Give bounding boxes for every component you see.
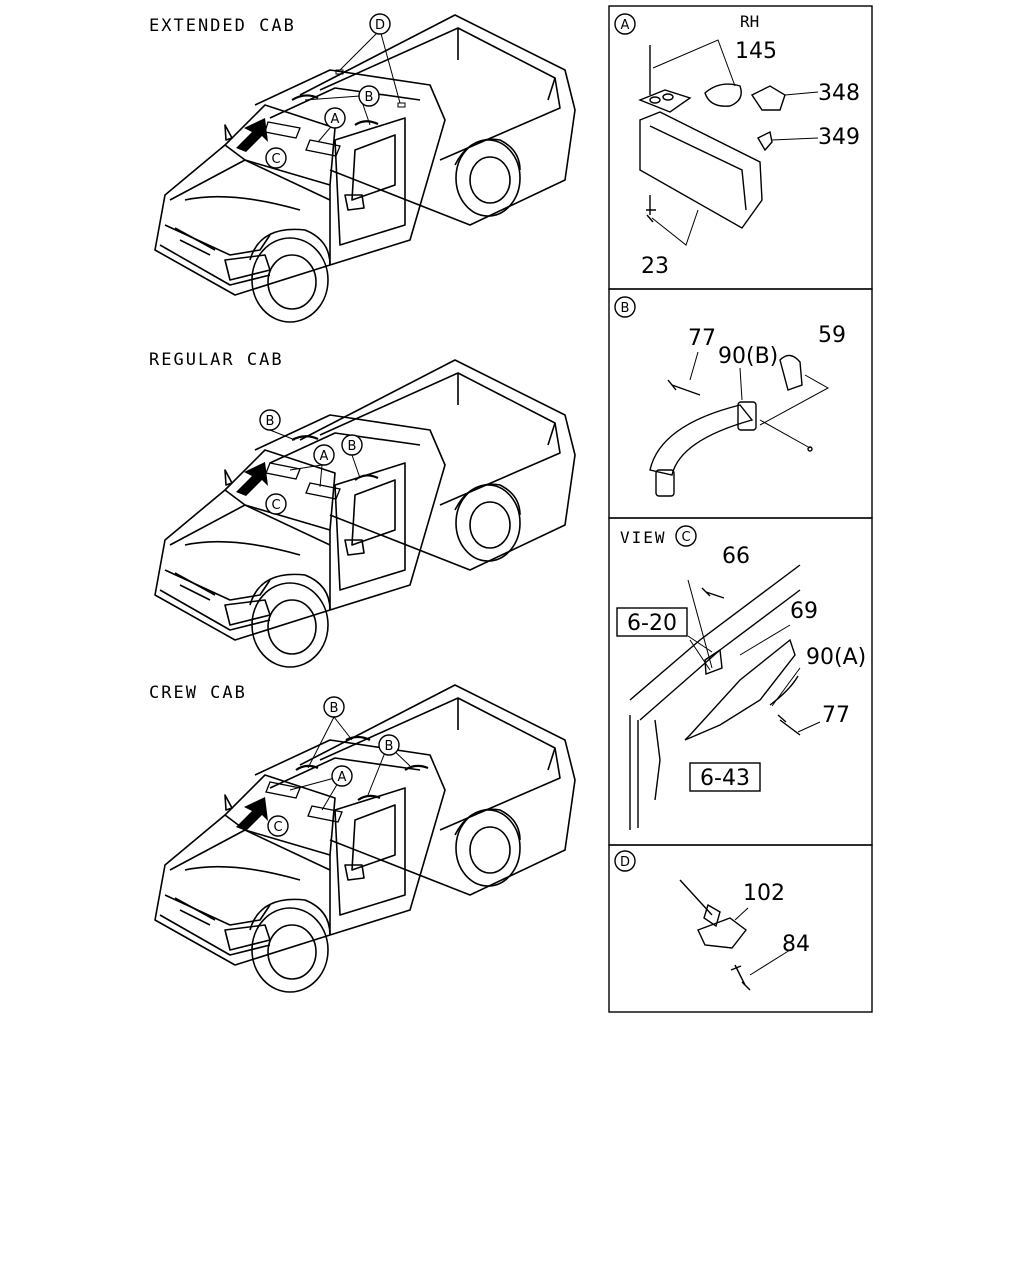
part-90a: 90(A) [806,645,866,670]
part-84: 84 [782,932,810,957]
panel-c-view [629,564,821,830]
callout-b-regular-2: B [348,439,357,454]
extended-cab-truck [154,14,576,323]
regular-cab-truck [154,359,576,668]
part-77-c: 77 [822,703,850,728]
extended-cab-caption: EXTENDED CAB [149,16,296,36]
callout-a-regular: A [320,449,329,464]
ref-6-20: 6-20 [627,611,677,636]
part-90b: 90(B) [718,344,778,369]
panel-a-letter: A [621,18,630,33]
callout-b-extended: B [365,90,374,105]
callout-c-extended: C [271,152,280,167]
panel-d-letter: D [620,855,630,870]
callout-b-crew-2: B [385,739,394,754]
part-59: 59 [818,323,846,348]
ref-box-6-20 [616,607,688,637]
part-145: 145 [735,39,777,64]
part-77-b: 77 [688,326,716,351]
part-348: 348 [818,81,860,106]
panel-c-view-label: VIEW [620,528,667,547]
ref-6-43: 6-43 [700,766,750,791]
callout-d-extended: D [375,18,385,33]
callouts [259,13,697,872]
panel-a-side-label: RH [740,12,759,31]
panel-d-lamp [679,879,791,991]
panel-b-letter: B [621,301,630,316]
regular-cab-caption: REGULAR CAB [149,350,284,370]
callout-b-crew-1: B [330,701,339,716]
ref-box-6-43 [689,762,761,792]
part-23: 23 [641,254,669,279]
panel-frames [608,5,873,1013]
panel-b-assist-grip [649,351,830,497]
part-66: 66 [722,544,750,569]
panel-a-sunvisor [638,39,819,246]
callout-c-crew: C [273,820,282,835]
callout-a-extended: A [331,112,340,127]
crew-cab-truck [154,684,576,993]
callout-a-crew: A [338,770,347,785]
callout-c-regular: C [271,498,280,513]
part-102: 102 [743,881,785,906]
part-69: 69 [790,599,818,624]
crew-cab-caption: CREW CAB [149,683,247,703]
panel-c-letter: C [681,530,690,545]
part-349: 349 [818,125,860,150]
callout-b-regular-1: B [266,414,275,429]
